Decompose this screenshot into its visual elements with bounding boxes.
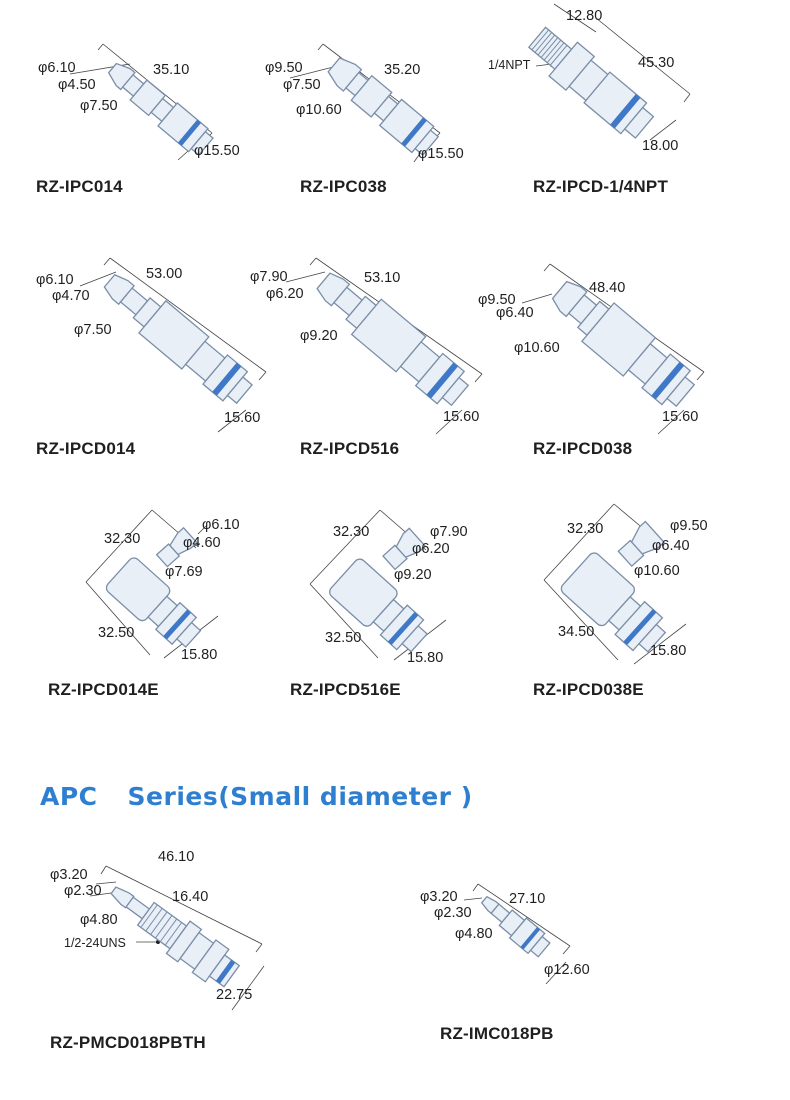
dim-label: φ9.50 xyxy=(478,292,516,308)
dim-label: φ7.50 xyxy=(80,98,118,114)
dim-label: 32.30 xyxy=(333,524,370,540)
model-name: RZ-IPCD038E xyxy=(533,680,644,699)
dim-label: 15.80 xyxy=(650,643,687,659)
dim-label: 12.80 xyxy=(566,8,603,24)
dim-label: 32.30 xyxy=(104,531,141,547)
product-rz-ipcd516: φ7.90 53.10 φ6.20 φ9.20 15.60 RZ-IPCD516 xyxy=(0,0,790,470)
fitting-drawing xyxy=(309,509,447,661)
dim-label: φ15.50 xyxy=(418,146,464,162)
dim-label: φ6.40 xyxy=(496,305,534,321)
dim-label: φ6.10 xyxy=(38,60,76,76)
product-rz-ipcd038e: 32.30 φ9.50 φ6.40 φ10.60 34.50 15.80 RZ-… xyxy=(533,503,708,699)
product-rz-ipc038: φ9.50 φ7.50 35.20 φ10.60 φ15.50 RZ-IPC03… xyxy=(0,0,790,210)
dim-label: φ7.50 xyxy=(283,77,321,93)
dim-label: φ4.80 xyxy=(80,912,118,928)
model-name: RZ-IPCD038 xyxy=(533,439,633,458)
product-rz-ipc014: φ6.10 φ4.50 35.10 φ7.50 φ15.50 RZ-IPC014 xyxy=(0,0,260,210)
dim-label: 53.00 xyxy=(146,266,183,282)
dim-label: φ9.50 xyxy=(265,60,303,76)
product-rz-ipcd-1-4npt: 12.80 1/4NPT 45.30 18.00 RZ-IPCD-1/4NPT xyxy=(0,0,790,210)
model-name: RZ-IPCD014 xyxy=(36,439,136,458)
product-rz-ipcd014e: φ6.10 32.30 φ4.60 φ7.69 32.50 15.80 RZ-I… xyxy=(48,509,240,699)
dim-label: 15.60 xyxy=(443,409,480,425)
dim-label: 32.30 xyxy=(567,521,604,537)
dim-label: φ6.10 xyxy=(36,272,74,288)
dim-label: 34.50 xyxy=(558,624,595,640)
dim-label: 1/2-24UNS xyxy=(64,936,126,950)
dim-label: φ6.20 xyxy=(412,541,450,557)
fitting-drawing xyxy=(79,257,267,433)
model-name: RZ-IPCD516E xyxy=(290,680,401,699)
dim-label: φ10.60 xyxy=(296,102,342,118)
dim-label: φ10.60 xyxy=(634,563,680,579)
dim-label: 15.60 xyxy=(662,409,699,425)
dim-label: 15.80 xyxy=(181,647,218,663)
series-heading-prefix: APC xyxy=(40,782,98,811)
fitting-drawing xyxy=(85,509,219,659)
dim-label: φ2.30 xyxy=(434,905,472,921)
dim-label: φ3.20 xyxy=(50,867,88,883)
dim-label: φ7.69 xyxy=(165,564,203,580)
dim-label: 35.20 xyxy=(384,62,421,78)
dim-label: 15.80 xyxy=(407,650,444,666)
fitting-drawing xyxy=(521,263,705,435)
dim-label: φ7.90 xyxy=(250,269,288,285)
dim-label: 18.00 xyxy=(642,138,679,154)
dim-label: φ6.40 xyxy=(652,538,690,554)
fitting-drawing xyxy=(527,3,691,141)
series-heading: APC Series(Small diameter ) xyxy=(40,782,473,811)
series-heading-suffix: Series(Small diameter ) xyxy=(127,782,473,811)
dim-label: φ7.90 xyxy=(430,524,468,540)
dim-label: 27.10 xyxy=(509,891,546,907)
model-name: RZ-IPCD516 xyxy=(300,439,400,458)
fitting-drawing xyxy=(289,43,441,163)
dim-label: 32.50 xyxy=(325,630,362,646)
model-name: RZ-IMC018PB xyxy=(440,1024,554,1043)
dim-label: φ4.60 xyxy=(183,535,221,551)
dim-label: φ4.50 xyxy=(58,77,96,93)
dim-label: φ12.60 xyxy=(544,962,590,978)
model-name: RZ-PMCD018PBTH xyxy=(50,1033,206,1052)
model-name: RZ-IPC038 xyxy=(300,177,387,196)
dim-label: φ10.60 xyxy=(514,340,560,356)
product-rz-ipcd038: 48.40 φ9.50 φ6.40 φ10.60 15.60 RZ-IPCD03… xyxy=(0,0,790,470)
dim-label: 32.50 xyxy=(98,625,135,641)
dim-label: 15.60 xyxy=(224,410,261,426)
dim-label: φ9.20 xyxy=(300,328,338,344)
dim-label: 46.10 xyxy=(158,849,195,865)
dim-label: 53.10 xyxy=(364,270,401,286)
dim-label: 1/4NPT xyxy=(488,58,531,72)
model-name: RZ-IPC014 xyxy=(36,177,123,196)
fitting-drawing xyxy=(69,43,214,161)
dim-label: 16.40 xyxy=(172,889,209,905)
dim-label: φ3.20 xyxy=(420,889,458,905)
dim-label: 45.30 xyxy=(638,55,675,71)
dim-label: φ2.30 xyxy=(64,883,102,899)
fitting-drawing xyxy=(543,503,687,665)
dim-label: 48.40 xyxy=(589,280,626,296)
dim-label: φ9.20 xyxy=(394,567,432,583)
dim-label: φ6.10 xyxy=(202,517,240,533)
dim-label: φ7.50 xyxy=(74,322,112,338)
dim-label: φ4.70 xyxy=(52,288,90,304)
dim-label: φ15.50 xyxy=(194,143,240,159)
model-name: RZ-IPCD014E xyxy=(48,680,159,699)
dim-label: φ9.50 xyxy=(670,518,708,534)
dim-label: φ4.80 xyxy=(455,926,493,942)
product-rz-ipcd516e: 32.30 φ7.90 φ6.20 φ9.20 32.50 15.80 RZ-I… xyxy=(290,509,468,699)
dim-label: φ6.20 xyxy=(266,286,304,302)
dim-label: 35.10 xyxy=(153,62,190,78)
dim-label: 22.75 xyxy=(216,987,253,1003)
model-name: RZ-IPCD-1/4NPT xyxy=(533,177,669,196)
product-rz-ipcd014: φ6.10 53.00 φ4.70 φ7.50 15.60 RZ-IPCD014 xyxy=(0,0,790,470)
fitting-drawing xyxy=(285,257,483,435)
